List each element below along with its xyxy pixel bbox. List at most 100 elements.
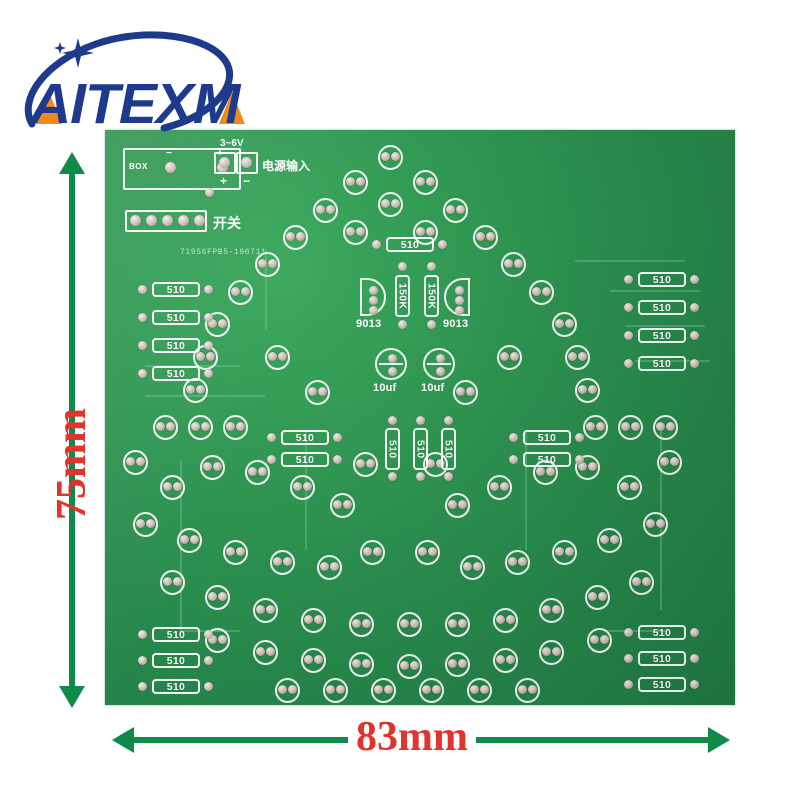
resistor-pad xyxy=(416,416,425,425)
led-pad xyxy=(123,450,148,475)
capacitor-outline-left xyxy=(375,348,407,380)
led-pad xyxy=(290,475,315,500)
led-pad xyxy=(415,540,440,565)
capacitor-label-left: 10uf xyxy=(373,382,397,394)
power-pad-positive xyxy=(219,157,230,168)
led-pad xyxy=(618,415,643,440)
led-pad xyxy=(378,192,403,217)
resistor-pad xyxy=(388,416,397,425)
led-pad xyxy=(253,598,278,623)
led-pad xyxy=(349,612,374,637)
led-pad xyxy=(443,198,468,223)
resistor-pad xyxy=(509,433,518,442)
led-pad xyxy=(575,455,600,480)
dimension-arrow-right-icon xyxy=(708,727,730,753)
logo-triangle-a xyxy=(36,92,62,124)
resistor-510: 510 xyxy=(152,310,200,325)
led-pad xyxy=(397,612,422,637)
copper-trace xyxy=(635,360,710,362)
led-pad xyxy=(460,555,485,580)
switch-label: 开关 xyxy=(213,215,241,231)
resistor-pad xyxy=(138,656,147,665)
resistor-510: 510 xyxy=(152,338,200,353)
copper-trace xyxy=(610,290,700,292)
resistor-pad xyxy=(690,331,699,340)
led-pad xyxy=(493,648,518,673)
dimension-arrow-left-icon xyxy=(112,727,134,753)
led-pad xyxy=(501,252,526,277)
copper-trace xyxy=(575,260,685,262)
power-pad-outline-negative xyxy=(236,152,258,174)
resistor-510: 510 xyxy=(281,452,329,467)
led-pad xyxy=(313,198,338,223)
led-pad xyxy=(301,608,326,633)
led-pad xyxy=(445,493,470,518)
led-pad xyxy=(177,528,202,553)
sparkle-icon xyxy=(54,38,94,68)
switch-pad xyxy=(194,215,205,226)
copper-trace xyxy=(605,630,665,632)
led-pad xyxy=(305,380,330,405)
resistor-pad xyxy=(416,472,425,481)
power-plus-mark: + xyxy=(220,174,228,188)
switch-header-outline xyxy=(125,210,207,232)
resistor-pad xyxy=(690,359,699,368)
led-pad xyxy=(228,280,253,305)
power-pad-outline-positive xyxy=(214,152,236,174)
resistor-pad xyxy=(204,285,213,294)
led-pad xyxy=(419,678,444,703)
resistor-510: 510 xyxy=(638,272,686,287)
led-pad xyxy=(200,455,225,480)
led-pad xyxy=(330,493,355,518)
led-pad xyxy=(255,252,280,277)
power-input-label: 电源输入 xyxy=(262,159,311,173)
led-pad xyxy=(360,540,385,565)
led-pad xyxy=(497,345,522,370)
power-minus-mark: − xyxy=(243,174,251,188)
copper-trace xyxy=(525,430,527,550)
led-pad xyxy=(585,585,610,610)
resistor-pad xyxy=(575,455,584,464)
battery-pad-extra xyxy=(205,188,214,197)
led-pad xyxy=(575,378,600,403)
resistor-510: 510 xyxy=(386,237,434,252)
resistor-150k-left: 150K xyxy=(395,275,410,317)
resistor-pad xyxy=(267,455,276,464)
resistor-pad xyxy=(690,680,699,689)
copper-trace xyxy=(265,250,267,330)
capacitor-outline-right xyxy=(423,348,455,380)
resistor-pad xyxy=(138,630,147,639)
resistor-510: 510 xyxy=(385,428,400,470)
led-pad xyxy=(653,415,678,440)
led-pad xyxy=(323,678,348,703)
led-pad xyxy=(343,170,368,195)
resistor-pad xyxy=(204,656,213,665)
resistor-510: 510 xyxy=(281,430,329,445)
resistor-pad xyxy=(690,654,699,663)
led-pad xyxy=(487,475,512,500)
resistor-pad xyxy=(204,369,213,378)
transistor-outline-right xyxy=(444,278,470,316)
led-pad xyxy=(353,452,378,477)
led-pad xyxy=(539,598,564,623)
led-pad xyxy=(529,280,554,305)
power-pad-negative xyxy=(241,157,252,168)
resistor-pad xyxy=(204,682,213,691)
led-pad xyxy=(467,678,492,703)
led-pad xyxy=(188,415,213,440)
resistor-pad xyxy=(138,313,147,322)
resistor-510: 510 xyxy=(152,282,200,297)
resistor-pad xyxy=(138,369,147,378)
led-pad xyxy=(552,312,577,337)
led-pad xyxy=(587,628,612,653)
led-pad xyxy=(223,415,248,440)
led-pad xyxy=(413,220,438,245)
resistor-510: 510 xyxy=(152,627,200,642)
led-pad xyxy=(629,570,654,595)
led-pad xyxy=(378,145,403,170)
led-pad xyxy=(283,225,308,250)
led-pad xyxy=(270,550,295,575)
led-pad xyxy=(413,170,438,195)
brand-logo: AITEXM xyxy=(14,28,264,134)
led-pad xyxy=(473,225,498,250)
